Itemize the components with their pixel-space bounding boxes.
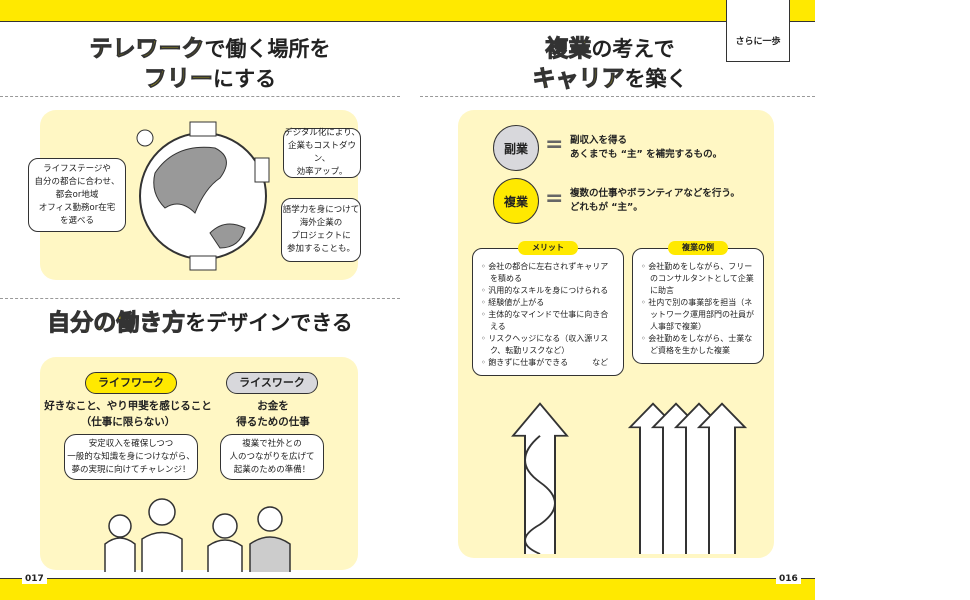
left-title: テレワークで働く場所を フリーにする <box>40 34 380 94</box>
side-job-circle: 副業 <box>493 125 539 171</box>
title-text: にする <box>212 67 277 91</box>
equals-icon: = <box>545 132 564 157</box>
title-text: の考えで <box>591 37 675 61</box>
speech-bubble: デジタル化により、 企業もコストダウン、 効率アップ。 <box>283 128 361 178</box>
multi-job-desc: 複数の仕事やボランティアなどを行う。 どれもが “主”。 <box>570 188 740 213</box>
top-band <box>0 0 815 22</box>
title-text: で働く場所を <box>204 37 331 61</box>
merit-item: 会社の都合に左右されずキャリアを積める <box>481 261 615 285</box>
divider <box>0 298 400 299</box>
ribbon-text: さらに一歩 <box>735 37 781 47</box>
heading-highlight: 自分の働き方 <box>47 310 186 337</box>
examples-tag: 複業の例 <box>668 241 728 255</box>
page-number-right: 016 <box>776 574 801 584</box>
examples-box: 複業の例 会社勤めをしながら、フリーのコンサルタントとして企業に助言 社内で別の… <box>632 241 764 364</box>
section-heading: 自分の働き方をデザインできる <box>20 308 380 338</box>
lifework-pill: ライフワーク <box>85 372 177 394</box>
speech-bubble: 語学力を身につけて 海外企業の プロジェクトに 参加することも。 <box>281 198 361 262</box>
example-item: 社内で別の事業部を担当（ネットワーク運用部門の社員が人事部で複業） <box>641 297 755 333</box>
title-highlight: フリー <box>143 66 213 93</box>
divider <box>0 96 400 97</box>
equals-icon: = <box>545 186 564 211</box>
side-job-desc: 副収入を得る あくまでも “主” を補完するもの。 <box>570 135 723 160</box>
example-item: 会社勤めをしながら、士業など資格を生かした複業 <box>641 333 755 357</box>
lifework-desc: 好きなこと、やり甲斐を感じること （仕事に限らない） <box>44 400 212 428</box>
globe-illustration <box>136 121 270 271</box>
ricework-pill: ライスワーク <box>226 372 318 394</box>
page-number-left: 017 <box>22 574 47 584</box>
title-text: を築く <box>624 67 688 91</box>
merit-item: 経験値が上がる <box>481 297 615 309</box>
people-illustration <box>104 498 291 572</box>
title-highlight: キャリア <box>532 66 625 93</box>
divider <box>420 96 815 97</box>
merit-tag: メリット <box>518 241 578 255</box>
ribbon-label: さらに一歩 <box>726 0 790 62</box>
lifework-note: 安定収入を確保しつつ 一般的な知識を身につけながら、 夢の実現に向けてチャレンジ… <box>64 434 198 480</box>
title-highlight: テレワーク <box>89 36 205 63</box>
merit-item: 汎用的なスキルを身につけられる <box>481 285 615 297</box>
merit-item: 飽きずに仕事ができる など <box>481 357 615 369</box>
arrows-illustration <box>511 402 748 554</box>
bottom-band <box>0 578 815 600</box>
title-highlight: 複業 <box>545 36 592 63</box>
ricework-desc: お金を 得るための仕事 <box>236 400 310 428</box>
speech-bubble: ライフステージや 自分の都合に合わせ、 都会or地域 オフィス勤務or在宅 を選… <box>28 158 126 232</box>
example-item: 会社勤めをしながら、フリーのコンサルタントとして企業に助言 <box>641 261 755 297</box>
heading-text: をデザインできる <box>185 311 353 335</box>
merit-box: メリット 会社の都合に左右されずキャリアを積める 汎用的なスキルを身につけられる… <box>472 241 624 376</box>
ricework-note: 複業で社外との 人のつながりを広げて 起業のための準備！ <box>220 434 324 480</box>
right-title: 複業の考えで キャリアを築く <box>500 34 720 94</box>
multi-job-circle: 複業 <box>493 178 539 224</box>
merit-item: リスクヘッジになる（収入源リスク、転勤リスクなど） <box>481 333 615 357</box>
merit-item: 主体的なマインドで仕事に向き合える <box>481 309 615 333</box>
